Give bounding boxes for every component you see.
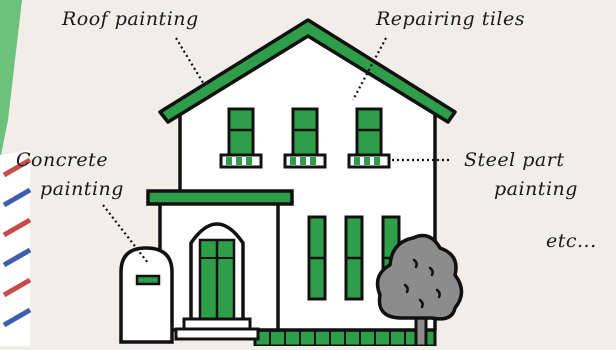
window-upper-2 xyxy=(283,107,327,169)
entrance-porch xyxy=(146,189,294,341)
label-etc: etc... xyxy=(546,230,597,252)
window-upper-3 xyxy=(347,107,391,169)
label-concrete-painting-line2: painting xyxy=(40,178,124,200)
label-repairing-tiles: Repairing tiles xyxy=(376,8,525,30)
window-upper-1 xyxy=(219,107,263,169)
left-edge-decoration xyxy=(0,0,32,346)
label-roof-painting: Roof painting xyxy=(62,8,199,30)
bush-icon xyxy=(375,233,464,348)
leader-tiles xyxy=(352,37,387,101)
label-concrete-painting-line1: Concrete xyxy=(16,149,109,171)
upper-windows xyxy=(219,107,391,169)
roof xyxy=(158,18,457,124)
label-steel-part-line1: Steel part xyxy=(464,149,565,171)
leader-roof xyxy=(175,37,206,87)
leader-lines xyxy=(102,37,452,264)
leader-concrete xyxy=(102,204,149,264)
label-steel-part-line2: painting xyxy=(494,178,578,200)
gate-post-icon xyxy=(119,246,174,344)
